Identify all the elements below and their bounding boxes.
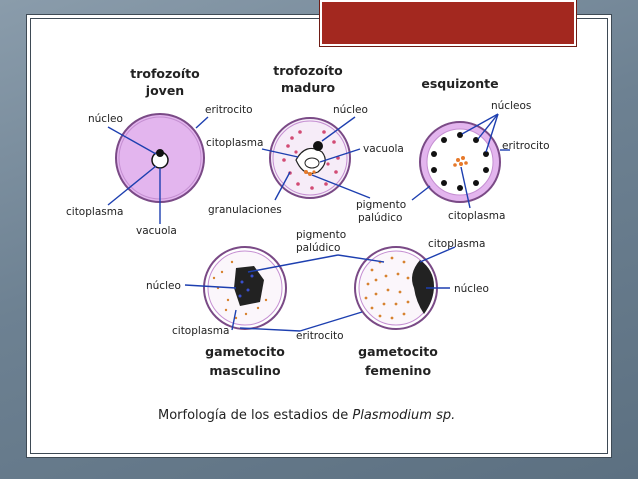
caption-species: Plasmodium sp. (352, 408, 456, 423)
title-gametocito-femenino-1: gametocito (358, 344, 438, 359)
title-gametocito-femenino-2: femenino (365, 363, 432, 378)
label-esquizonte-citoplasma: citoplasma (448, 210, 505, 222)
leader-lines (107, 113, 510, 332)
label-gametocito-fem-nucleo: núcleo (454, 283, 489, 295)
title-esquizonte: esquizonte (421, 76, 498, 91)
label-maduro-pigmento-2: palúdico (358, 212, 402, 224)
label-gametocito-citoplasma-bottom: citoplasma (172, 325, 229, 337)
label-maduro-citoplasma: citoplasma (206, 137, 263, 149)
label-joven-eritrocito: eritrocito (205, 104, 253, 116)
label-gametocito-eritrocito: eritrocito (296, 330, 344, 342)
label-maduro-granulaciones: granulaciones (208, 204, 282, 216)
figure-caption: Morfología de los estadios de Plasmodium… (158, 408, 558, 423)
cell-gametocito-femenino (354, 246, 438, 330)
label-gametocito-citoplasma-top: citoplasma (428, 238, 485, 250)
title-trofozoito-maduro-2: maduro (281, 80, 335, 95)
label-maduro-pigmento-1: pigmento (356, 199, 406, 211)
content-frame (30, 18, 608, 454)
label-joven-citoplasma: citoplasma (66, 206, 123, 218)
label-gametocito-masc-nucleo: núcleo (146, 280, 181, 292)
title-trofozoito-maduro-1: trofozoíto (273, 63, 343, 78)
label-gametocito-pigmento-1: pigmento (296, 229, 346, 241)
label-maduro-nucleo: núcleo (333, 104, 368, 116)
cell-trofozoito-maduro (269, 117, 351, 199)
caption-text: Morfología de los estadios de (158, 408, 353, 423)
label-esquizonte-eritrocito: eritrocito (502, 140, 550, 152)
label-maduro-vacuola: vacuola (363, 143, 404, 155)
title-trofozoito-joven-2: joven (145, 83, 184, 98)
label-joven-nucleo: núcleo (88, 113, 123, 125)
title-gametocito-masculino-2: masculino (209, 363, 281, 378)
label-joven-vacuola: vacuola (136, 225, 177, 237)
title-trofozoito-joven-1: trofozoíto (130, 66, 200, 81)
label-esquizonte-nucleos: núcleos (491, 100, 531, 112)
title-accent-tab (320, 0, 576, 46)
label-gametocito-pigmento-2: palúdico (296, 242, 340, 254)
cell-gametocito-masculino (203, 246, 287, 330)
title-gametocito-masculino-1: gametocito (205, 344, 285, 359)
cell-esquizonte (419, 121, 501, 203)
